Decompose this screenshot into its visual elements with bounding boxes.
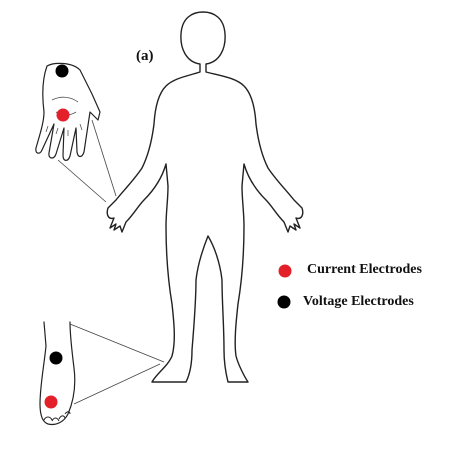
foot-inset: [39, 321, 76, 426]
foot-voltage-electrode: [49, 351, 63, 365]
legend-current-marker: [278, 264, 292, 278]
legend-voltage-marker: [277, 295, 291, 309]
foot-current-electrode: [44, 395, 58, 409]
hand-current-electrode: [56, 108, 70, 122]
hand-outline: [35, 62, 101, 161]
foot-connector-bottom: [73, 363, 161, 405]
hand-connector-top: [91, 119, 117, 197]
foot-connector-top: [69, 323, 165, 363]
foot-outline: [39, 321, 76, 426]
legend-voltage-label: Voltage Electrodes: [303, 294, 414, 309]
panel-label: (a): [136, 48, 154, 64]
connector-lines: [57, 119, 165, 405]
body-outline: [106, 11, 304, 383]
legend-current-label: Current Electrodes: [307, 262, 422, 277]
hand-connector-bottom: [57, 159, 107, 203]
toe-lines: [43, 411, 71, 422]
hand-voltage-electrode: [55, 64, 69, 78]
